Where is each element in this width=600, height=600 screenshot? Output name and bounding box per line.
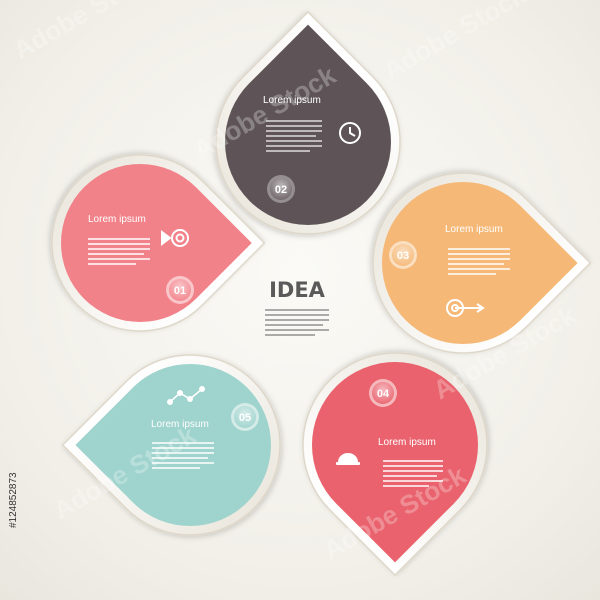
target-arrow-icon (446, 299, 485, 317)
petal-01-shape (51, 154, 266, 332)
petal-04-title: Lorem ipsum (378, 437, 436, 448)
petal-04 (302, 352, 488, 577)
clock-icon (339, 122, 361, 144)
line-chart-icon (166, 386, 206, 406)
petal-03-text-lines (448, 248, 510, 275)
svg-text:Adobe Stock: Adobe Stock (8, 0, 161, 65)
petal-02-title: Lorem ipsum (263, 95, 321, 106)
petal-04-fill (312, 362, 478, 563)
petal-01-text-lines (88, 238, 150, 265)
petal-02-fill (225, 24, 391, 225)
hard-hat-icon (336, 453, 360, 465)
petal-03-number: 03 (397, 250, 409, 262)
center-text-lines (265, 309, 329, 336)
petal-03-title: Lorem ipsum (445, 224, 503, 235)
petal-04-number-button: 04 (369, 379, 397, 407)
petal-01-number-button: 01 (166, 276, 194, 304)
petal-04-number: 04 (377, 388, 390, 400)
petal-04-text-lines (383, 460, 443, 487)
stock-id: #124852873 (8, 472, 19, 528)
petal-02-number-button: 02 (267, 175, 295, 203)
petal-02-number: 02 (275, 184, 287, 196)
petal-03-number-button: 03 (389, 241, 417, 269)
petal-01-number: 01 (174, 285, 186, 297)
petal-05-number-button: 05 (231, 403, 259, 431)
petal-02-text-lines (266, 120, 322, 152)
petal-05-text-lines (152, 442, 214, 469)
petal-01-fill (61, 164, 252, 322)
petal-05-title: Lorem ipsum (151, 419, 209, 430)
petal-05-number: 05 (239, 412, 251, 424)
petal-05-fill (75, 364, 271, 526)
center-title: IDEA (269, 278, 326, 302)
petal-01-title: Lorem ipsum (88, 214, 146, 225)
petal-05 (61, 354, 281, 536)
petal-02 (215, 10, 401, 235)
svg-text:Adobe Stock: Adobe Stock (378, 0, 531, 85)
target-play-icon (161, 229, 189, 247)
